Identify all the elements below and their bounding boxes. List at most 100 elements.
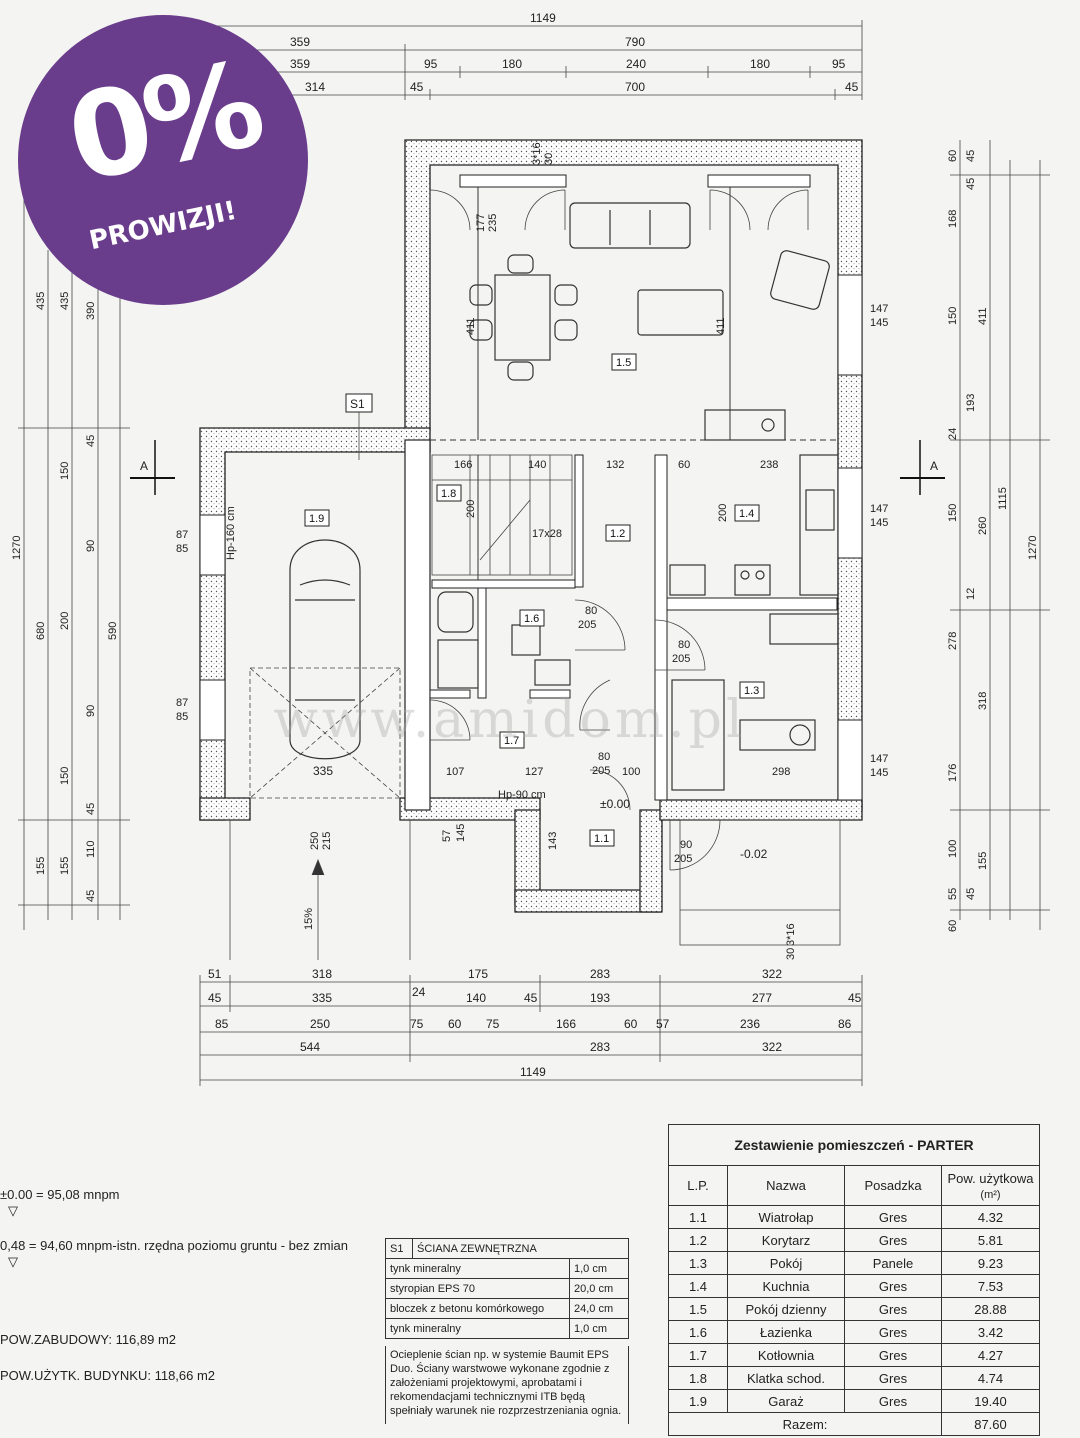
section-marks — [130, 393, 945, 495]
dim-right-c3-1: 260 — [977, 517, 989, 535]
room-area: 3.42 — [941, 1320, 1040, 1344]
wall-title: ŚCIANA ZEWNĘTRZNA — [412, 1238, 629, 1259]
dim-left-c2-1: 680 — [35, 622, 47, 640]
windows-top — [199, 174, 863, 801]
dim-right-c5-0: 45 — [965, 150, 977, 162]
dim-top-r3-1: 95 — [424, 57, 438, 71]
plan-garage-h0: 250 — [309, 832, 321, 850]
plan-inner-16: 3*16 — [531, 142, 543, 165]
dim-right-c3-2: 318 — [977, 692, 989, 710]
dim-right-c4-6: 176 — [947, 764, 959, 782]
plan-win-right-3a: 147 — [870, 753, 888, 765]
room-label-16: 1.6 — [524, 613, 539, 625]
room-floor: Gres — [844, 1343, 942, 1367]
dim-bot-r3-3: 60 — [448, 1017, 462, 1031]
dim-top-r2-1: 790 — [625, 35, 645, 49]
dim-bot-r2-0: 45 — [208, 991, 222, 1005]
dim-bot-r3-0: 85 — [215, 1017, 229, 1031]
room-floor: Panele — [844, 1251, 942, 1275]
plan-door-2a: 80 — [678, 639, 690, 651]
table-row: tynk mineralny 1,0 cm — [385, 1258, 629, 1279]
dim-right-c3-0: 411 — [977, 307, 989, 325]
room-13-furniture — [671, 613, 839, 791]
room-labels — [304, 353, 765, 847]
plan-win-left-1a: 87 — [176, 529, 188, 541]
room-number: 1.9 — [668, 1389, 728, 1413]
plan-stairs-1: 17x28 — [532, 528, 562, 540]
dim-right-c4-7: 100 — [947, 840, 959, 858]
level-ground-triangle-icon: ▽ — [8, 1254, 18, 1269]
built-area-note: POW.ZABUDOWY: 116,89 m2 — [0, 1332, 177, 1347]
rooms-total-value: 87.60 — [941, 1412, 1040, 1436]
wall-code: S1 — [385, 1238, 413, 1259]
dim-bot-r1-4: 322 — [762, 967, 782, 981]
left-dimension-lines — [18, 150, 130, 930]
dim-right-c4-9: 60 — [947, 920, 959, 932]
dim-left-c3-4: 155 — [59, 857, 71, 875]
room-area: 4.27 — [941, 1343, 1040, 1367]
dim-top-r2-0: 359 — [290, 35, 310, 49]
plan-door-3b: 205 — [592, 765, 610, 777]
plan-door-2b: 205 — [672, 653, 690, 665]
dim-left-c4-5: 110 — [85, 840, 97, 858]
dim-top-r4-1: 45 — [410, 80, 424, 94]
layer-thickness: 24,0 cm — [569, 1298, 629, 1319]
section-tag-s1: S1 — [350, 397, 365, 411]
room-number: 1.7 — [668, 1343, 728, 1367]
dim-bot-r3-7: 57 — [656, 1017, 670, 1031]
terrace — [679, 819, 841, 946]
garage-diagonal — [249, 667, 401, 799]
usable-area-note: POW.UŻYTK. BUDYNKU: 118,66 m2 — [0, 1368, 216, 1383]
driveway-arrow — [229, 820, 411, 960]
dim-bot-r2-2: 24 — [412, 985, 426, 999]
room-floor: Gres — [844, 1274, 942, 1298]
plan-win-right-1b: 145 — [870, 317, 888, 329]
plan-win-right-3b: 145 — [870, 767, 888, 779]
dim-bot-r3-1: 250 — [310, 1017, 330, 1031]
room-name: Klatka schod. — [727, 1366, 845, 1390]
room-number: 1.3 — [668, 1251, 728, 1275]
dim-top-r3-2: 180 — [502, 57, 522, 71]
plan-door-4b: 205 — [674, 853, 692, 865]
dim-top-r3-4: 180 — [750, 57, 770, 71]
living-furniture — [469, 202, 830, 381]
dim-top-r4-2: 700 — [625, 80, 645, 94]
dim-left-c4-1: 45 — [85, 435, 97, 447]
table-row: styropian EPS 70 20,0 cm — [385, 1278, 629, 1299]
floor-plan: 1149 359 790 359 95 180 240 180 95 314 4… — [11, 11, 1050, 1086]
room-floor: Gres — [844, 1389, 942, 1413]
dim-top-r4-0: 314 — [305, 80, 325, 94]
plan-slope: 15% — [303, 908, 315, 930]
col-area-label: Pow. użytkowa — [947, 1170, 1034, 1186]
plan-level-terrace: -0.02 — [740, 847, 768, 861]
doors — [429, 189, 809, 871]
dim-bot-r3-2: 75 — [410, 1017, 424, 1031]
room-number: 1.6 — [668, 1320, 728, 1344]
room-name: Korytarz — [727, 1228, 845, 1252]
col-floor: Posadzka — [844, 1165, 942, 1206]
level-zero-note: ±0.00 = 95,08 mnpm — [0, 1187, 120, 1202]
plan-win-left-1b: 85 — [176, 543, 188, 555]
room-floor: Gres — [844, 1205, 942, 1229]
plan-inner-13: 200 — [717, 504, 729, 522]
dim-right-c5-5: 3*16 — [785, 923, 797, 946]
plan-inner-9: 143 — [547, 832, 559, 850]
dim-bot-r2-1: 335 — [312, 991, 332, 1005]
plan-door-3a: 80 — [598, 751, 610, 763]
room-number: 1.4 — [668, 1274, 728, 1298]
plan-inner-7: 100 — [622, 766, 640, 778]
col-lp: L.P. — [668, 1165, 728, 1206]
room-name: Łazienka — [727, 1320, 845, 1344]
watermark: www.amidom.pl — [273, 690, 747, 750]
dim-left-c4-6: 45 — [85, 890, 97, 902]
plan-inner-2: 132 — [606, 459, 624, 471]
room-label-11: 1.1 — [594, 833, 609, 845]
rooms-table: Zestawienie pomieszczeń - PARTER L.P. Na… — [668, 1124, 1040, 1436]
room-name: Pokój dzienny — [727, 1297, 845, 1321]
section-a-right: A — [930, 459, 938, 473]
dim-top-r3-3: 240 — [626, 57, 646, 71]
level-zero-triangle-icon: ▽ — [8, 1203, 18, 1218]
bottom-dimension-lines — [199, 975, 863, 1086]
